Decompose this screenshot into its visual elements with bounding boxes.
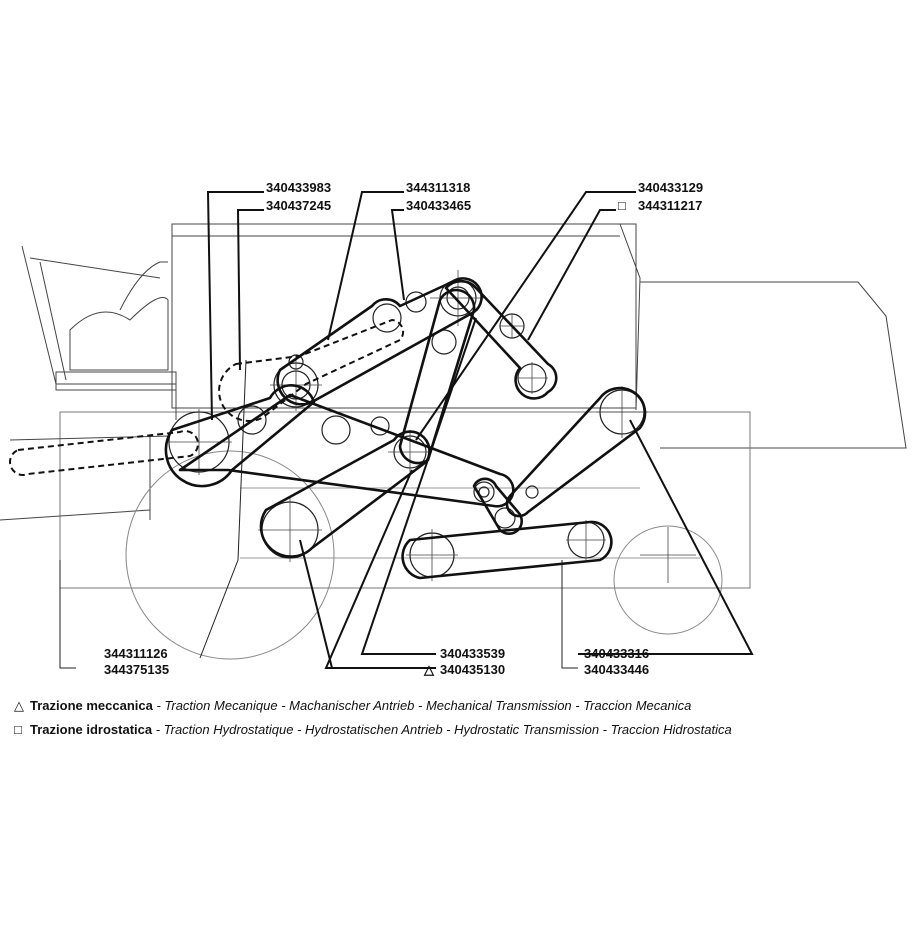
part-number-344311126: 344311126 [104,646,168,661]
part-number-340435130: 340435130 [440,662,505,677]
belts [164,277,647,580]
part-number-344311217: 344311217 [638,198,702,213]
part-number-340433539: 340433539 [440,646,505,661]
square-symbol-icon: □ [618,198,626,213]
machine-outline [0,223,907,669]
part-number-340433983: 340433983 [266,180,331,195]
triangle-symbol-icon: △ [423,662,435,677]
legend-mechanical: △ Trazione meccanica - Traction Mecanique… [14,698,691,714]
legend-hydrostatic-translations: - Traction Hydrostatique - Hydrostatisch… [152,722,732,737]
hydrostatic-belts [9,318,405,476]
part-number-344375135: 344375135 [104,662,169,677]
legend-mechanical-italian: Trazione meccanica [30,698,153,713]
triangle-icon: △ [14,698,24,713]
leader-lines [206,191,754,669]
part-number-340433316: 340433316 [584,646,649,661]
legend-hydrostatic: □ Trazione idrostatica - Traction Hydrost… [14,722,732,737]
legend-mechanical-translations: - Traction Mecanique - Machanischer Antr… [152,698,692,713]
part-number-340437245: 340437245 [266,198,331,213]
part-number-340433129: 340433129 [638,180,703,195]
part-number-340433446: 340433446 [584,662,649,677]
legend-hydrostatic-italian: Trazione idrostatica [30,722,153,737]
part-number-340433465: 340433465 [406,198,471,213]
square-icon: □ [14,722,22,737]
part-number-344311318: 344311318 [406,180,470,195]
part-number-labels: 340433983 340437245 344311318 340433465 … [104,180,703,677]
